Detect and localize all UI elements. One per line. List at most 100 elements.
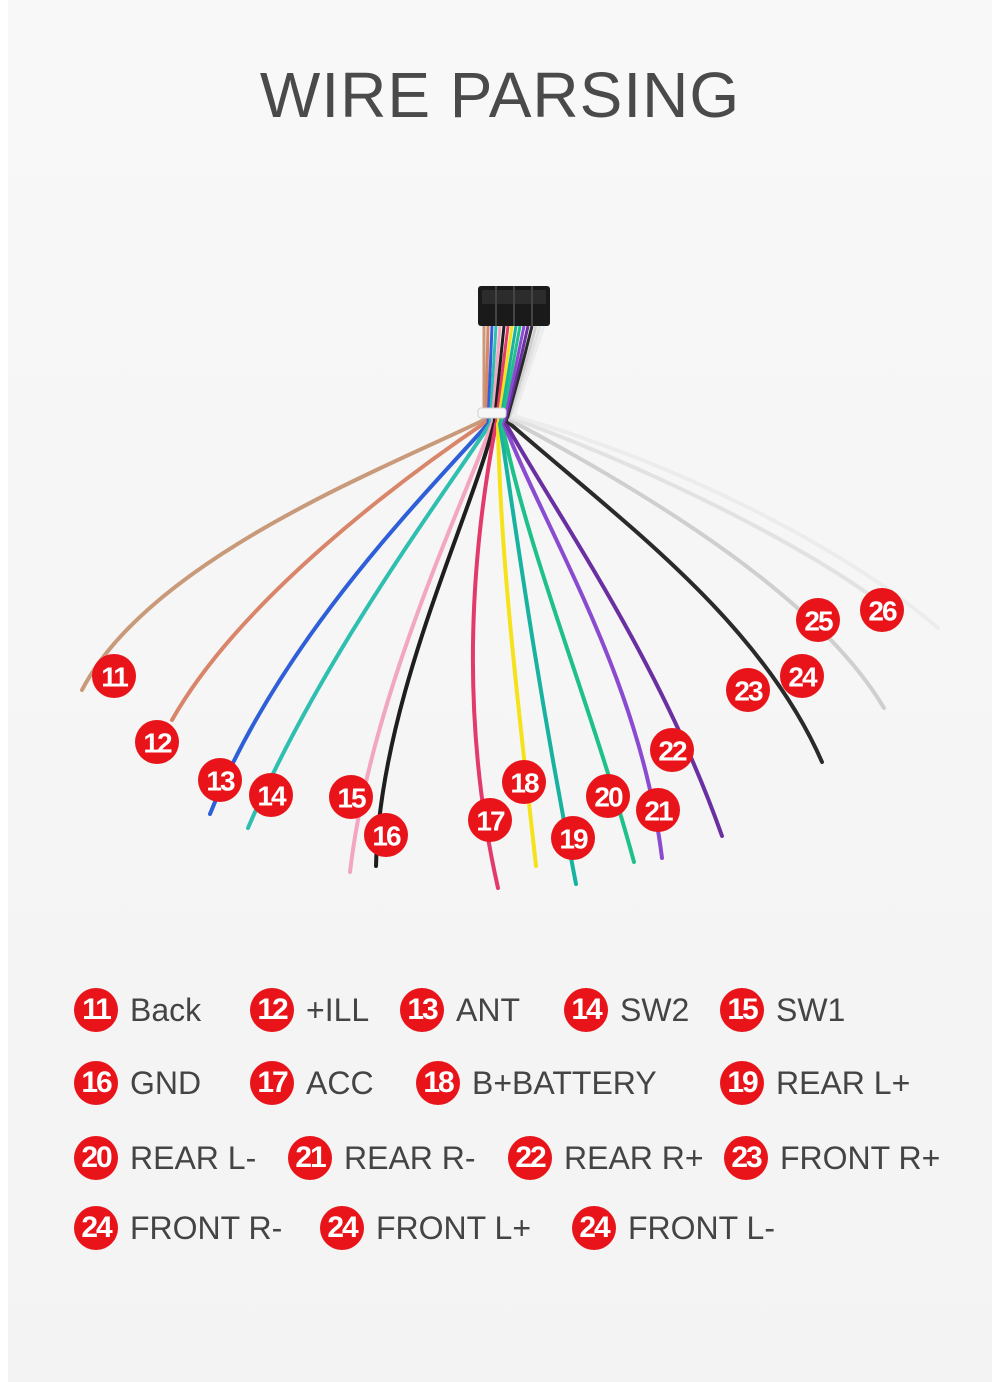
wire-21 bbox=[502, 422, 664, 860]
wire-badge-16: 16 bbox=[364, 813, 408, 857]
legend-label: GND bbox=[130, 1064, 202, 1101]
badge-circle bbox=[586, 774, 630, 818]
wire-badge-12: 12 bbox=[135, 720, 179, 764]
legend-label: Back bbox=[130, 991, 202, 1028]
legend-label: REAR L+ bbox=[776, 1064, 911, 1101]
badge-number: 11 bbox=[101, 662, 128, 693]
badge-number: 12 bbox=[143, 728, 172, 759]
legend-label: ACC bbox=[306, 1064, 374, 1101]
legend-label: B+BATTERY bbox=[472, 1064, 657, 1101]
badge-number: 15 bbox=[337, 783, 366, 814]
page-title: WIRE PARSING bbox=[259, 59, 741, 131]
legend-label: +ILL bbox=[306, 991, 370, 1028]
wire-22 bbox=[504, 422, 724, 838]
badge-circle bbox=[726, 668, 770, 712]
legend-badge: 24 bbox=[320, 1206, 364, 1250]
legend-label: SW2 bbox=[620, 991, 690, 1028]
legend-label: ANT bbox=[456, 991, 520, 1028]
badge-circle bbox=[780, 654, 824, 698]
legend-badge: 22 bbox=[508, 1136, 552, 1180]
badge-number: 26 bbox=[868, 596, 897, 627]
wire-23-lead bbox=[506, 325, 534, 423]
legend-item: 13 ANT bbox=[400, 988, 520, 1032]
badge-circle bbox=[636, 788, 680, 832]
badge-circle bbox=[860, 588, 904, 632]
legend-badge: 20 bbox=[74, 1136, 118, 1180]
cable-tie bbox=[477, 407, 507, 419]
connector-plug bbox=[478, 286, 550, 326]
wire-badge-20: 20 bbox=[586, 774, 630, 818]
legend-item: 23 FRONT R+ bbox=[724, 1136, 940, 1180]
wire-25-lead bbox=[510, 325, 542, 419]
legend-badge: 12 bbox=[250, 988, 294, 1032]
wire-18 bbox=[496, 422, 538, 868]
badge-circle bbox=[502, 760, 546, 804]
legend-item: 12 +ILL bbox=[250, 988, 369, 1032]
legend-item: 17 ACC bbox=[250, 1061, 374, 1105]
wire-22-lead bbox=[504, 325, 530, 425]
wire-14 bbox=[246, 422, 492, 830]
wire-badge-23: 23 bbox=[726, 668, 770, 712]
legend-item: 22 REAR R+ bbox=[508, 1136, 704, 1180]
wire-badge-15: 15 bbox=[329, 775, 373, 819]
badge-number: 23 bbox=[734, 676, 763, 707]
legend-label: FRONT L+ bbox=[376, 1209, 531, 1246]
legend-item: 14 SW2 bbox=[564, 988, 689, 1032]
wire-badge-17: 17 bbox=[468, 798, 512, 842]
badge-circle bbox=[198, 758, 242, 802]
badge-circle bbox=[249, 773, 293, 817]
legend-label: REAR L- bbox=[130, 1139, 257, 1176]
legend-badge: 17 bbox=[250, 1061, 294, 1105]
badge-number: 14 bbox=[257, 781, 287, 812]
wire-16 bbox=[374, 422, 496, 868]
badge-circle bbox=[551, 816, 595, 860]
wire-badge-25: 25 bbox=[796, 598, 840, 642]
wire-badge-24: 24 bbox=[780, 654, 824, 698]
wire-21-lead bbox=[502, 325, 526, 425]
badge-number: 19 bbox=[559, 824, 588, 855]
badge-number: 22 bbox=[658, 736, 687, 767]
legend-badge: 16 bbox=[74, 1061, 118, 1105]
wire-20-lead bbox=[500, 325, 522, 425]
legend-badge: 21 bbox=[288, 1136, 332, 1180]
legend-badge: 24 bbox=[74, 1206, 118, 1250]
legend-item: 16 GND bbox=[74, 1061, 201, 1105]
legend-label: FRONT L- bbox=[628, 1209, 775, 1246]
badge-circle bbox=[468, 798, 512, 842]
legend-label: FRONT R+ bbox=[780, 1139, 941, 1176]
legend-label: REAR R+ bbox=[564, 1139, 704, 1176]
wire-badge-11: 11 bbox=[92, 654, 136, 698]
wire-24 bbox=[508, 418, 886, 710]
legend-item: 24 FRONT L+ bbox=[320, 1206, 531, 1250]
wire-12-lead bbox=[484, 325, 490, 423]
wire-11 bbox=[80, 418, 486, 692]
wire-26 bbox=[512, 414, 940, 630]
badge-number: 17 bbox=[476, 806, 505, 837]
wire-26-lead bbox=[512, 325, 546, 417]
wire-badge-18: 18 bbox=[502, 760, 546, 804]
legend-badge: 23 bbox=[724, 1136, 768, 1180]
legend-badge: 14 bbox=[564, 988, 608, 1032]
wire-badge-13: 13 bbox=[198, 758, 242, 802]
badge-number: 24 bbox=[788, 662, 818, 693]
wire-badge-21: 21 bbox=[636, 788, 680, 832]
wire-12 bbox=[170, 420, 488, 722]
wire-badge-22: 22 bbox=[650, 728, 694, 772]
badge-number: 13 bbox=[206, 766, 235, 797]
badge-number: 25 bbox=[804, 606, 833, 637]
badge-circle bbox=[329, 775, 373, 819]
legend-badge: 13 bbox=[400, 988, 444, 1032]
legend-item: 20 REAR L- bbox=[74, 1136, 256, 1180]
badge-circle bbox=[796, 598, 840, 642]
badge-circle bbox=[92, 654, 136, 698]
wire-13 bbox=[208, 422, 490, 816]
